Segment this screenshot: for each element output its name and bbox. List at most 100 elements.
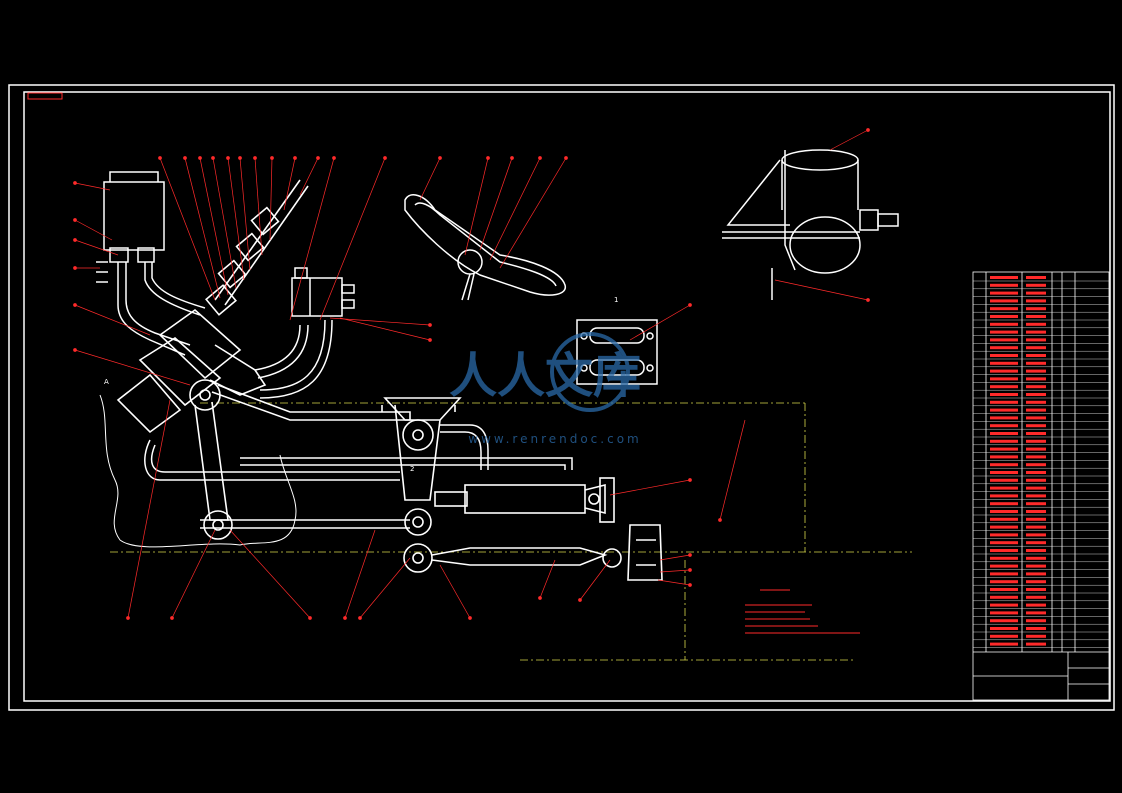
inner-border <box>23 91 1111 702</box>
leader-line <box>299 157 319 196</box>
balloon-dot <box>73 348 77 352</box>
balloon-dot <box>211 156 215 160</box>
table-row-text <box>990 299 1018 303</box>
leader-line <box>199 157 229 296</box>
table-row-text <box>1026 619 1046 623</box>
table-row-text <box>1026 315 1046 318</box>
table-row-text <box>990 572 1018 576</box>
table-row-text <box>990 611 1018 615</box>
steering-wheel <box>404 194 566 301</box>
table-row-text <box>990 533 1018 537</box>
table-row-text <box>990 369 1018 373</box>
leader-line <box>212 157 237 289</box>
table-row-text <box>1026 634 1046 638</box>
leader-line <box>609 479 691 496</box>
leader-line <box>659 554 691 561</box>
table-row-text <box>1026 611 1046 615</box>
table-row-text <box>1026 377 1046 381</box>
table-row-text <box>990 432 1018 435</box>
balloon-dot <box>688 553 692 557</box>
balloon-dot <box>688 303 692 307</box>
table-row-text <box>990 330 1018 334</box>
balloon-dot <box>564 156 568 160</box>
leader-line <box>489 157 541 261</box>
sheet-tag-box <box>27 92 63 100</box>
table-row-text <box>1026 525 1046 529</box>
leader-line <box>464 157 489 256</box>
table-row-text <box>990 619 1018 623</box>
leader-line <box>659 569 691 573</box>
table-row-text <box>1026 494 1046 498</box>
table-row-text <box>990 471 1018 474</box>
leader-line <box>499 157 567 269</box>
leader-line <box>829 129 869 151</box>
table-row-text <box>1026 463 1046 467</box>
table-row-text <box>1026 369 1046 373</box>
table-row-text <box>990 322 1018 326</box>
table-row-text <box>1026 393 1046 396</box>
table-row-text <box>990 588 1018 591</box>
table-row-text <box>1026 338 1046 342</box>
table-row-text <box>1026 385 1046 389</box>
hydraulic-pipes <box>117 262 573 481</box>
table-row-text <box>1026 471 1046 474</box>
table-row-text <box>1026 330 1046 334</box>
table-row-text <box>990 525 1018 529</box>
table-row-text <box>990 478 1018 482</box>
table-row-text <box>990 439 1018 443</box>
table-row-text <box>990 455 1018 459</box>
table-row-text <box>1026 595 1046 599</box>
table-row-text <box>1026 322 1046 326</box>
parts-list-table <box>972 271 1110 701</box>
tie-rod <box>431 524 663 581</box>
table-row-text <box>1026 432 1046 435</box>
balloon-dot <box>238 156 242 160</box>
table-row-text <box>990 564 1018 568</box>
table-row-text <box>990 408 1018 412</box>
table-row-text <box>1026 510 1046 513</box>
table-row-text <box>990 291 1018 295</box>
table-row-text <box>1026 486 1046 490</box>
table-row-text <box>1026 588 1046 591</box>
table-row-text <box>1026 455 1046 459</box>
balloon-dot <box>73 238 77 242</box>
leader-line <box>127 399 171 619</box>
balloon-dot <box>316 156 320 160</box>
leader-line <box>719 419 746 521</box>
balloon-dot <box>538 156 542 160</box>
leader-line <box>254 157 263 256</box>
table-row-text <box>990 603 1018 607</box>
balloon-dot <box>73 266 77 270</box>
balloon-dot <box>486 156 490 160</box>
table-row-text <box>990 549 1018 552</box>
balloon-dot <box>332 156 336 160</box>
leader-line <box>539 559 556 599</box>
leader-line <box>269 157 273 241</box>
table-row-text <box>990 315 1018 318</box>
view-label-1: 1 <box>614 296 618 304</box>
table-row-text <box>1026 400 1046 404</box>
linkage-rods <box>194 384 462 573</box>
mounting-assembly <box>722 149 899 300</box>
table-row-text <box>990 361 1018 365</box>
watermark-url: www.renrendoc.com <box>468 432 641 446</box>
leader-line <box>159 157 216 301</box>
table-row-text <box>1026 533 1046 537</box>
leader-line <box>229 529 311 619</box>
balloon-dot <box>343 616 347 620</box>
balloon-dot <box>510 156 514 160</box>
balloon-dot <box>73 181 77 185</box>
balloon-dot <box>718 518 722 522</box>
balloon-dot <box>688 568 692 572</box>
table-row-text <box>1026 307 1046 311</box>
oil-reservoir <box>96 171 165 283</box>
table-row-text <box>990 377 1018 381</box>
table-row-text <box>990 580 1018 584</box>
table-row-text <box>990 642 1018 646</box>
table-row-text <box>1026 361 1046 365</box>
table-row-text <box>1026 572 1046 576</box>
leader-line <box>74 219 113 241</box>
table-row-text <box>990 634 1018 638</box>
leader-line <box>329 317 431 326</box>
